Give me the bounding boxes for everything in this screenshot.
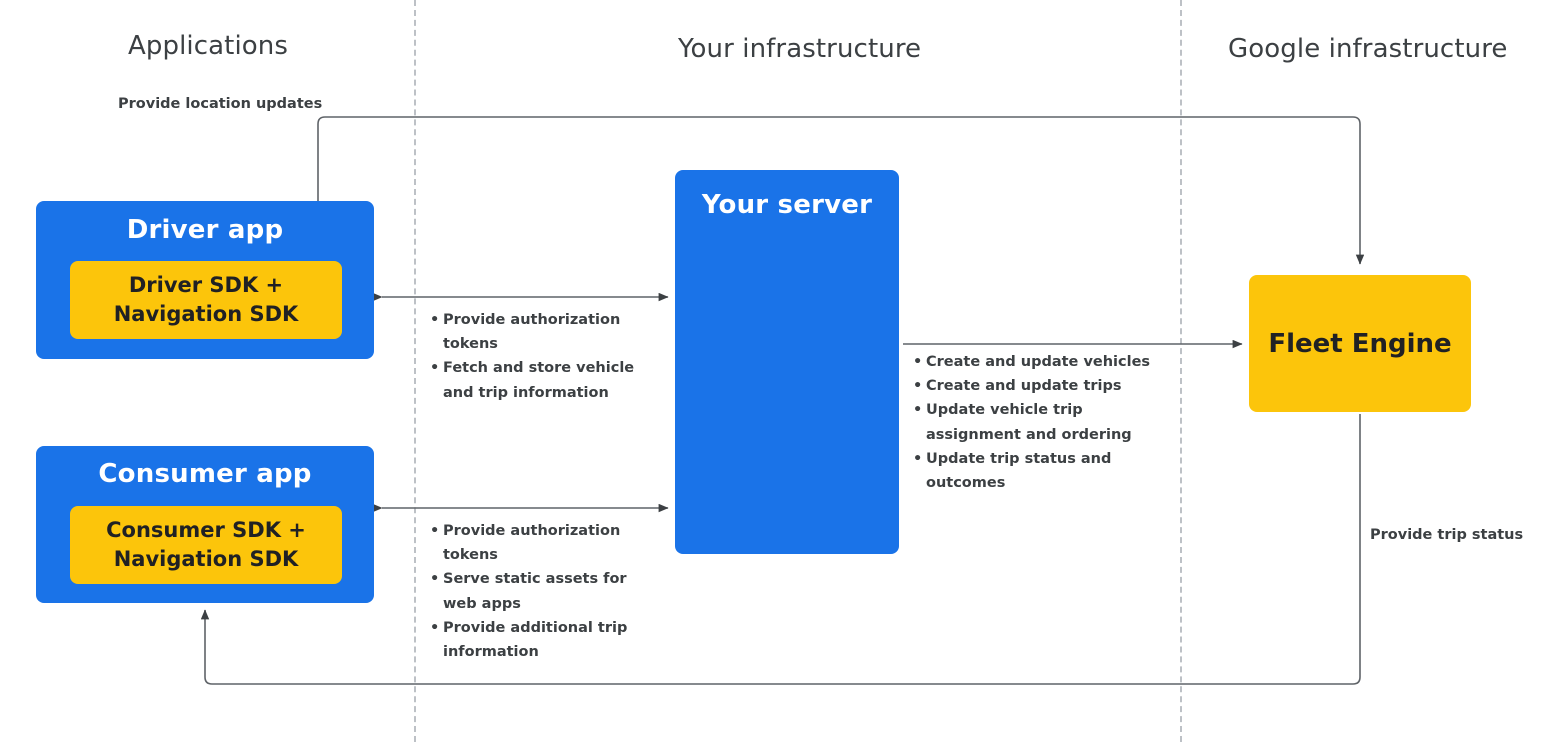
driver-app-title: Driver app xyxy=(126,215,284,245)
driver-sdk-line1: Driver SDK + xyxy=(128,273,284,297)
node-your-server[interactable]: Your server xyxy=(675,170,899,554)
list-item: Provide additional trip information xyxy=(430,616,635,664)
zone-title-applications: Applications xyxy=(128,31,289,61)
list-item: Update vehicle trip assignment and order… xyxy=(913,398,1161,446)
zone-title-your-infrastructure: Your infrastructure xyxy=(678,34,922,64)
list-item: Provide authorization tokens xyxy=(430,308,648,356)
bullet-list-consumer-server: Provide authorization tokensServe static… xyxy=(430,519,635,664)
consumer-sdk-line1: Consumer SDK + xyxy=(106,518,306,542)
list-item: Create and update vehicles xyxy=(913,350,1161,374)
list-item: Update trip status and outcomes xyxy=(913,447,1161,495)
node-driver-sdk[interactable]: Driver SDK + Navigation SDK xyxy=(70,261,342,339)
node-consumer-app[interactable]: Consumer app Consumer SDK + Navigation S… xyxy=(36,446,374,603)
node-consumer-sdk[interactable]: Consumer SDK + Navigation SDK xyxy=(70,506,342,584)
fleet-engine-title: Fleet Engine xyxy=(1268,328,1452,359)
edge-label-location-updates: Provide location updates xyxy=(118,96,323,112)
node-fleet-engine[interactable]: Fleet Engine xyxy=(1249,275,1471,412)
node-driver-app[interactable]: Driver app Driver SDK + Navigation SDK xyxy=(36,201,374,359)
list-item: Fetch and store vehicle and trip informa… xyxy=(430,356,648,404)
your-server-title: Your server xyxy=(701,190,873,220)
list-item: Create and update trips xyxy=(913,374,1161,398)
consumer-app-title: Consumer app xyxy=(98,459,312,489)
consumer-sdk-label: Consumer SDK + Navigation SDK xyxy=(106,516,306,574)
edge-label-trip-status: Provide trip status xyxy=(1370,527,1524,543)
zone-divider-right xyxy=(1180,0,1182,742)
zone-title-google-infrastructure: Google infrastructure xyxy=(1228,34,1508,64)
bullet-list-driver-server: Provide authorization tokensFetch and st… xyxy=(430,308,648,405)
list-item: Provide authorization tokens xyxy=(430,519,635,567)
driver-sdk-line2: Navigation SDK xyxy=(113,302,299,326)
driver-sdk-label: Driver SDK + Navigation SDK xyxy=(114,271,299,329)
zone-divider-left xyxy=(414,0,416,742)
bullet-list-server-fleet: Create and update vehiclesCreate and upd… xyxy=(913,350,1161,495)
list-item: Serve static assets for web apps xyxy=(430,567,635,615)
consumer-sdk-line2: Navigation SDK xyxy=(113,547,299,571)
